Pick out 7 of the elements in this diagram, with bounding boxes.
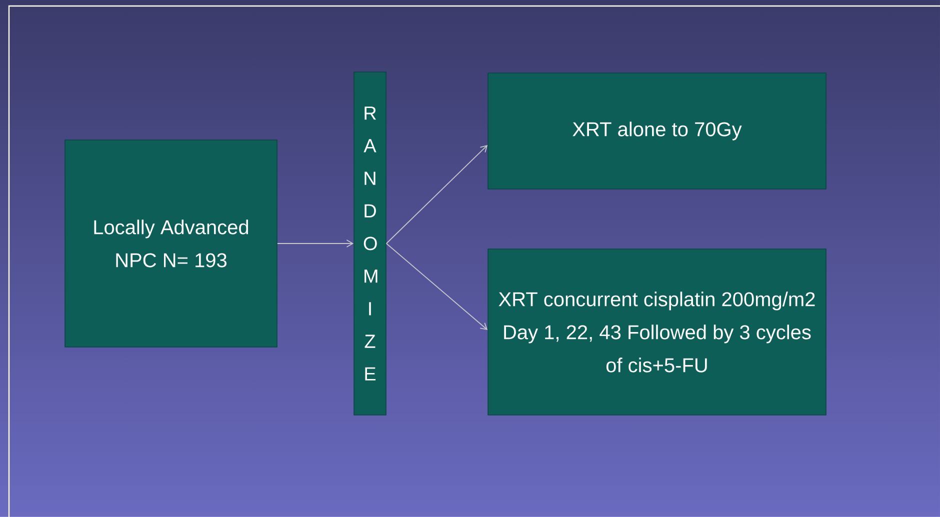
arrow [276,240,354,248]
arrow [386,145,488,244]
process-box: Locally Advanced NPC N= 193 [64,140,278,348]
arrow [386,243,488,330]
randomize-bar: RANDOMIZE [354,72,386,416]
process-box: XRT alone to 70Gy [488,72,826,190]
process-box: XRT concurrent cisplatin 200mg/m2 Day 1, 22, 43 Followed by 3 cycles of cis+5-FU [488,248,826,416]
